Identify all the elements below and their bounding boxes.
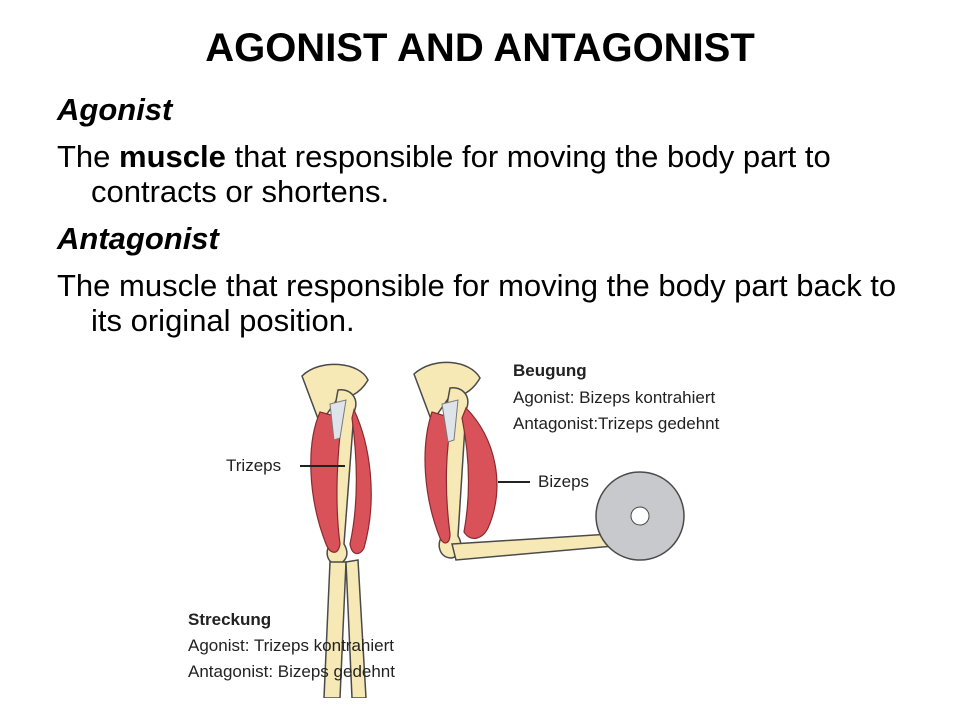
extended-arm-forearm bbox=[323, 561, 347, 698]
agonist-definition-end: that responsible for moving the body par… bbox=[91, 139, 831, 209]
streckung-agonist: Agonist: Trizeps kontrahiert bbox=[188, 636, 394, 655]
agonist-term: Agonist bbox=[57, 92, 173, 127]
antagonist-definition: The muscle that responsible for moving t… bbox=[57, 268, 897, 338]
beugung-antagonist: Antagonist:Trizeps gedehnt bbox=[513, 414, 720, 433]
arm-muscle-illustration: Beugung Agonist: Bizeps kontrahiert Anta… bbox=[170, 348, 790, 698]
slide-body: Agonist The muscle that responsible for … bbox=[57, 92, 917, 350]
flexed-arm-triceps bbox=[424, 411, 453, 544]
extended-arm-radius bbox=[345, 559, 367, 698]
flexed-arm-biceps bbox=[461, 406, 498, 539]
streckung-antagonist: Antagonist: Bizeps gedehnt bbox=[188, 662, 395, 681]
extended-arm-triceps bbox=[310, 411, 343, 553]
agonist-definition-keyword: muscle bbox=[119, 139, 226, 174]
arm-drawing bbox=[300, 361, 685, 698]
beugung-agonist: Agonist: Bizeps kontrahiert bbox=[513, 388, 716, 407]
extended-arm-tendon bbox=[329, 399, 347, 441]
beugung-heading: Beugung bbox=[513, 361, 587, 380]
trizeps-label: Trizeps bbox=[226, 456, 282, 475]
extended-arm-biceps bbox=[349, 408, 372, 555]
bizeps-label: Bizeps bbox=[538, 472, 590, 491]
agonist-definition: The muscle that responsible for moving t… bbox=[57, 139, 917, 209]
extended-arm-figure bbox=[301, 363, 372, 698]
agonist-definition-start: The bbox=[57, 139, 120, 174]
streckung-heading: Streckung bbox=[188, 610, 272, 629]
slide-title: AGONIST AND ANTAGONIST bbox=[205, 26, 755, 70]
flexed-arm-tendon bbox=[441, 399, 459, 443]
antagonist-term: Antagonist bbox=[57, 221, 219, 256]
weight-disc bbox=[595, 471, 685, 561]
